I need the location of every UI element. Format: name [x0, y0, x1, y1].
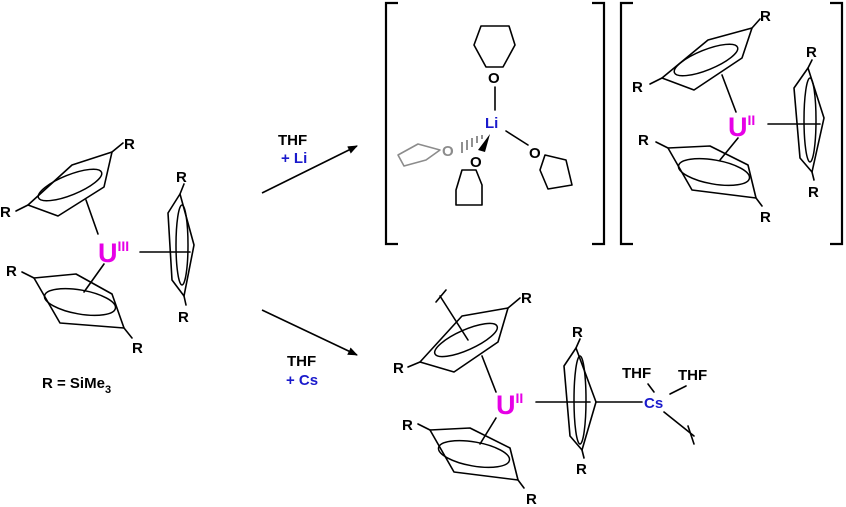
r-label: R: [808, 184, 819, 201]
wedge-bond: [478, 134, 490, 152]
uranium-ii-cesium-polymer: R R R R R R UII Cs THF THF: [393, 289, 707, 507]
thf-ligand-label: THF: [622, 365, 651, 382]
uranium-iii-label: UIII: [98, 238, 129, 268]
r-label: R: [393, 360, 404, 377]
r-label: R: [178, 309, 189, 326]
r-label: R: [760, 209, 771, 226]
thf-oxygen: O: [529, 145, 541, 162]
uranium-symbol: U: [728, 112, 748, 142]
lithium-thf-complex: O Li O O O: [384, 1, 606, 246]
cesium-label: Cs: [644, 395, 663, 412]
oxidation-state: III: [118, 238, 130, 254]
oxidation-state: II: [516, 390, 524, 406]
r-label: R: [521, 290, 532, 307]
bracket-left: [619, 1, 633, 246]
reagent-label-bottom: + Cs: [286, 372, 318, 389]
reaction-arrow-top: [261, 145, 358, 194]
r-label: R: [576, 461, 587, 478]
r-label: R: [760, 8, 771, 25]
r-label: R: [526, 491, 537, 507]
r-label: R: [176, 169, 187, 186]
thf-ligand-label: THF: [678, 367, 707, 384]
r-label: R: [6, 263, 17, 280]
cp-ring-upper-left: [27, 151, 113, 217]
uranium-symbol: U: [98, 238, 118, 268]
cp-ring-lower: [667, 145, 757, 199]
cp-ring-upper: [419, 307, 509, 373]
substituent-legend: R = SiMe3: [42, 375, 111, 396]
oxidation-state: II: [748, 112, 756, 128]
reactant-complex: R R R R R R UIII: [0, 136, 195, 357]
reagent-label-top: + Li: [281, 150, 307, 167]
r-label: R: [632, 79, 643, 96]
bracket-right: [592, 1, 606, 246]
hashed-bond: [461, 135, 483, 153]
thf-oxygen: O: [488, 70, 500, 87]
thf-oxygen-gray: O: [442, 143, 454, 160]
solvent-label-top: THF: [278, 132, 307, 149]
r-label: R: [806, 44, 817, 61]
r-label: R: [124, 136, 135, 153]
bracket-right: [830, 1, 844, 246]
uranium-ii-label: UII: [728, 112, 755, 142]
polymer-link: [663, 411, 695, 437]
cp-ring-lower-left: [33, 273, 125, 329]
solvent-label-bottom: THF: [287, 353, 316, 370]
uranium-symbol: U: [496, 390, 516, 420]
r-label: R: [402, 417, 413, 434]
r-label: R: [638, 132, 649, 149]
uranium-ii-anion: R R R R R R UII: [619, 1, 844, 246]
thf-oxygen: O: [470, 154, 482, 171]
reaction-arrow-bottom: [261, 309, 358, 356]
cp-ring-right: [793, 67, 825, 173]
r-label: R: [0, 204, 11, 221]
cp-ring-upper: [661, 27, 753, 91]
uranium-ii-label: UII: [496, 390, 523, 420]
polymer-link: [439, 295, 469, 341]
cp-ring-lower: [429, 427, 519, 481]
r-label: R: [572, 324, 583, 341]
cp-ring-right: [167, 193, 195, 297]
r-label: R: [132, 340, 143, 357]
bracket-left: [384, 1, 398, 246]
cp-ring-right: [563, 347, 597, 451]
lithium-label: Li: [485, 115, 498, 132]
